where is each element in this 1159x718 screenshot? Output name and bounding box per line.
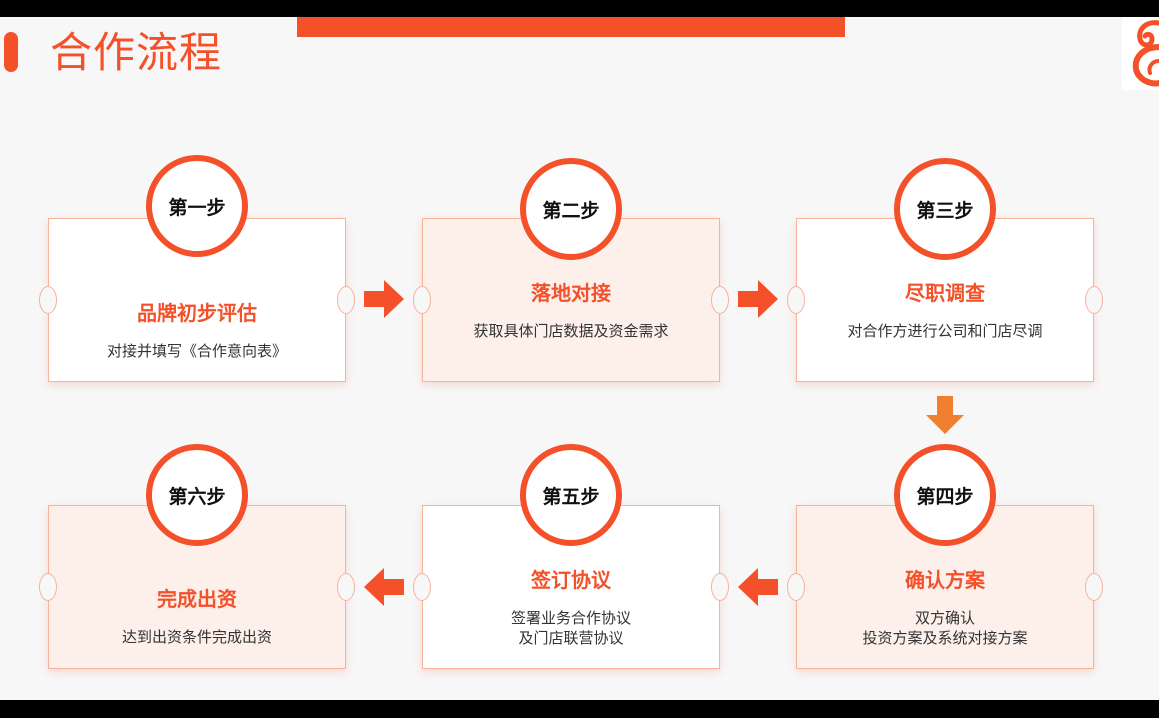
step-desc-5-line-2: 及门店联营协议 [518, 629, 624, 647]
step-title-5: 签订协议 [531, 568, 611, 592]
card-notch-left [39, 573, 57, 601]
step-badge-2: 第二步 [520, 158, 622, 260]
brand-logo [1122, 17, 1159, 90]
card-notch-right [711, 573, 729, 601]
card-notch-left [413, 286, 431, 314]
arrow-down-icon [926, 396, 964, 434]
slide: 合作流程 品牌初步评估 对接并填写《合作意向表》 落地对接 获取具体门店数据及资… [0, 17, 1159, 700]
step-desc-4-line-2: 投资方案及系统对接方案 [862, 629, 1028, 647]
step-badge-6: 第六步 [146, 444, 248, 546]
card-notch-left [787, 573, 805, 601]
step-desc-4-line-1: 双方确认 [914, 609, 975, 627]
card-notch-left [787, 286, 805, 314]
step-desc-2-line-1: 获取具体门店数据及资金需求 [473, 322, 669, 340]
step-badge-4: 第四步 [894, 444, 996, 546]
card-notch-left [413, 573, 431, 601]
step-title-4: 确认方案 [905, 568, 985, 592]
card-notch-right [1085, 573, 1103, 601]
page-title: 合作流程 [50, 28, 223, 77]
step-badge-1: 第一步 [146, 155, 248, 257]
step-title-6: 完成出资 [157, 587, 237, 611]
card-notch-right [337, 573, 355, 601]
step-badge-3: 第三步 [894, 158, 996, 260]
brand-logo-icon [1132, 20, 1159, 87]
step-desc-6-line-1: 达到出资条件完成出资 [121, 628, 272, 646]
step-title-1: 品牌初步评估 [137, 301, 257, 325]
step-badge-5: 第五步 [520, 444, 622, 546]
arrow-right-icon [364, 280, 404, 318]
step-title-2: 落地对接 [531, 281, 611, 305]
card-notch-right [711, 286, 729, 314]
step-title-3: 尽职调查 [905, 281, 985, 305]
arrow-left-icon [364, 568, 404, 606]
top-accent-bar [297, 17, 845, 37]
card-notch-right [1085, 286, 1103, 314]
arrow-left-icon [738, 568, 778, 606]
step-desc-3-line-1: 对合作方进行公司和门店尽调 [847, 322, 1043, 340]
card-notch-left [39, 286, 57, 314]
card-notch-right [337, 286, 355, 314]
step-desc-1-line-1: 对接并填写《合作意向表》 [106, 342, 287, 360]
title-marker [4, 32, 18, 72]
arrow-right-icon [738, 280, 778, 318]
step-desc-5-line-1: 签署业务合作协议 [510, 609, 631, 627]
